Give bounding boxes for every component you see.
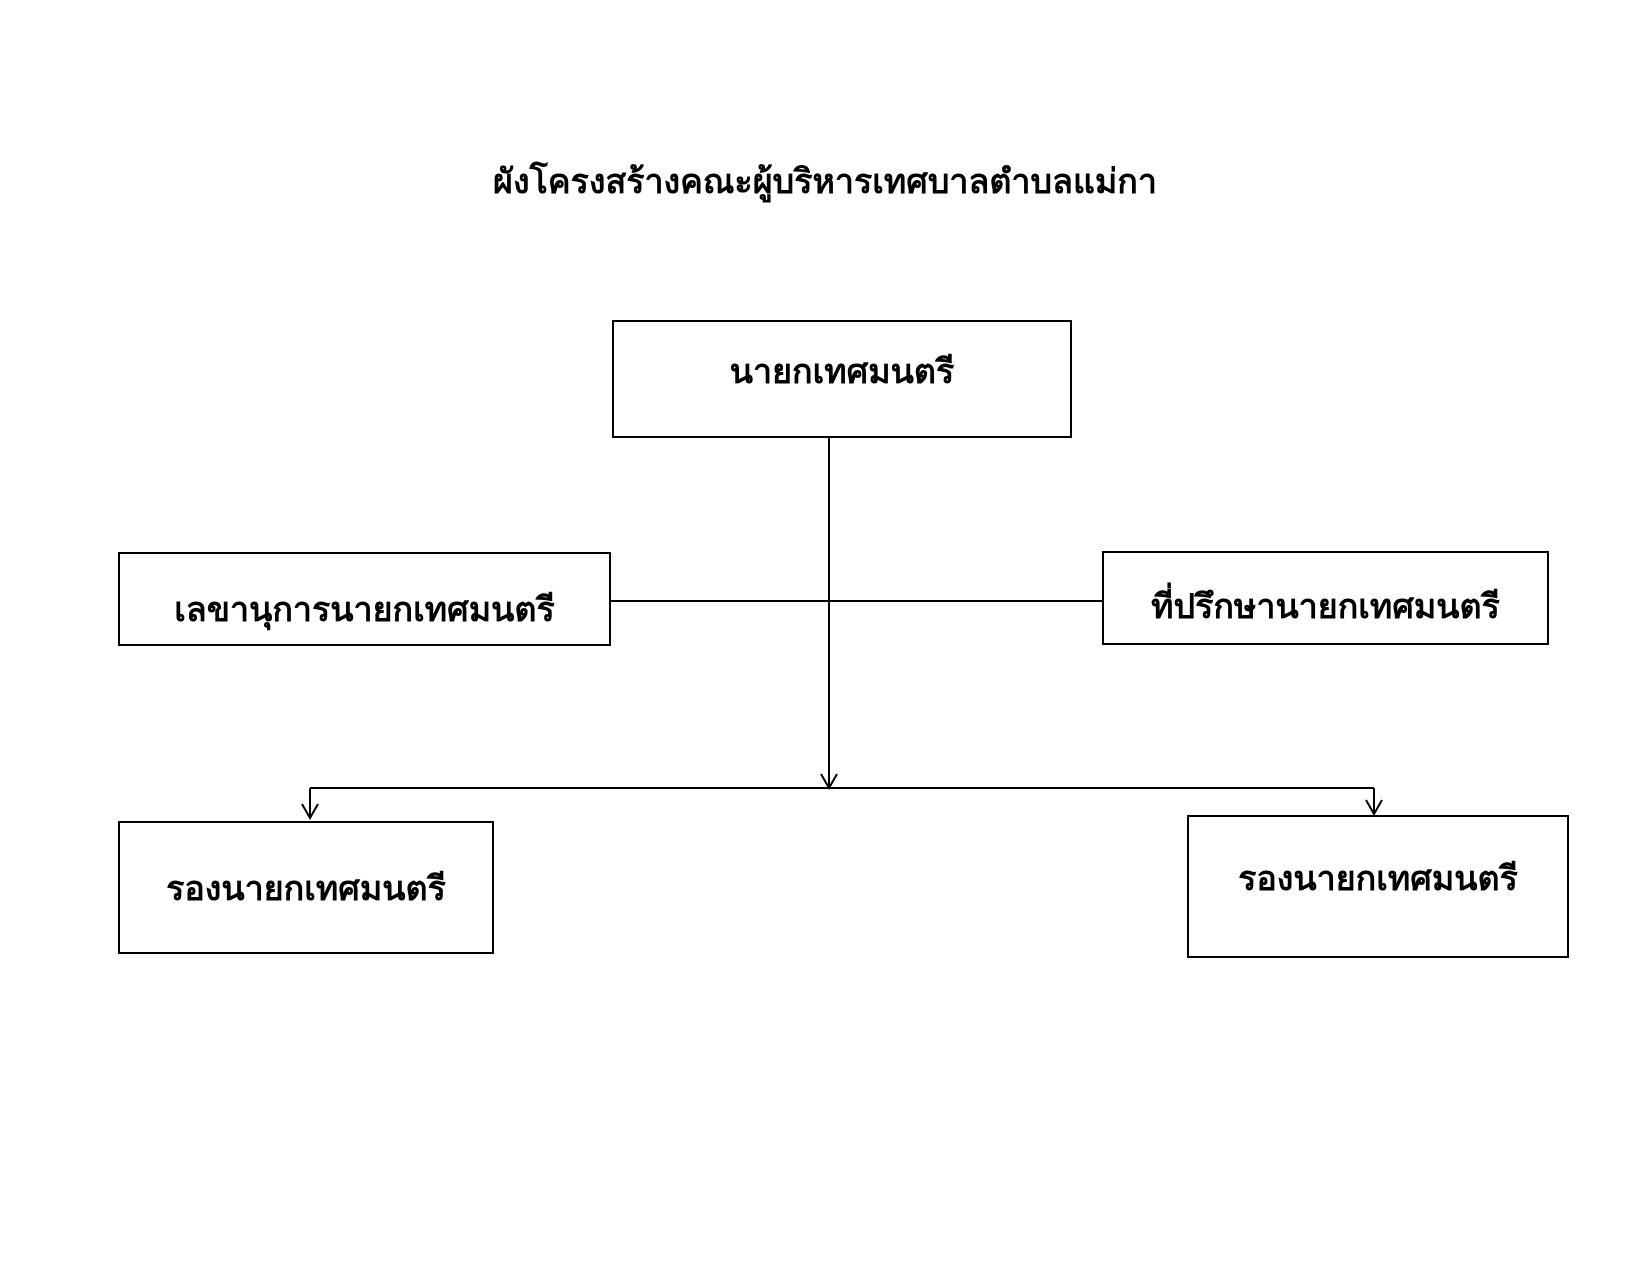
advisor-box: ที่ปรึกษานายกเทศมนตรี — [1102, 551, 1549, 645]
left-arrowhead — [301, 803, 319, 821]
secretary-label: เลขานุการนายกเทศมนตรี — [174, 590, 555, 630]
deputy-right-box: รองนายกเทศมนตรี — [1187, 815, 1569, 958]
right-arrowhead — [1365, 799, 1383, 817]
deputy-left-label: รองนายกเทศมนตรี — [166, 868, 446, 909]
deputy-right-label: รองนายกเทศมนตรี — [1238, 858, 1518, 899]
deputy-left-box: รองนายกเทศมนตรี — [118, 821, 494, 954]
diagram-title: ผังโครงสร้างคณะผู้บริหารเทศบาลตำบลแม่กา — [493, 162, 1157, 202]
secretary-box: เลขานุการนายกเทศมนตรี — [118, 552, 611, 646]
mayor-label: นายกเทศมนตรี — [729, 352, 955, 392]
mayor-box: นายกเทศมนตรี — [612, 320, 1072, 438]
advisor-label: ที่ปรึกษานายกเทศมนตรี — [1151, 587, 1500, 627]
